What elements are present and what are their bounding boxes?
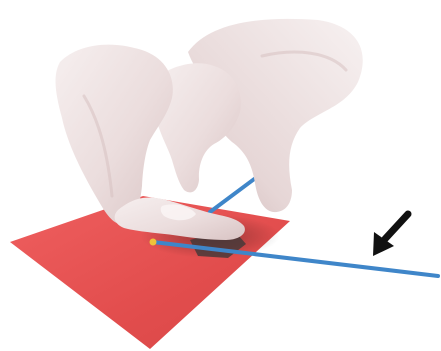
pelvis-left-wing bbox=[56, 45, 173, 225]
contact-point bbox=[150, 239, 157, 246]
arrow-down-left-icon bbox=[373, 214, 408, 256]
pelvis bbox=[56, 19, 363, 240]
